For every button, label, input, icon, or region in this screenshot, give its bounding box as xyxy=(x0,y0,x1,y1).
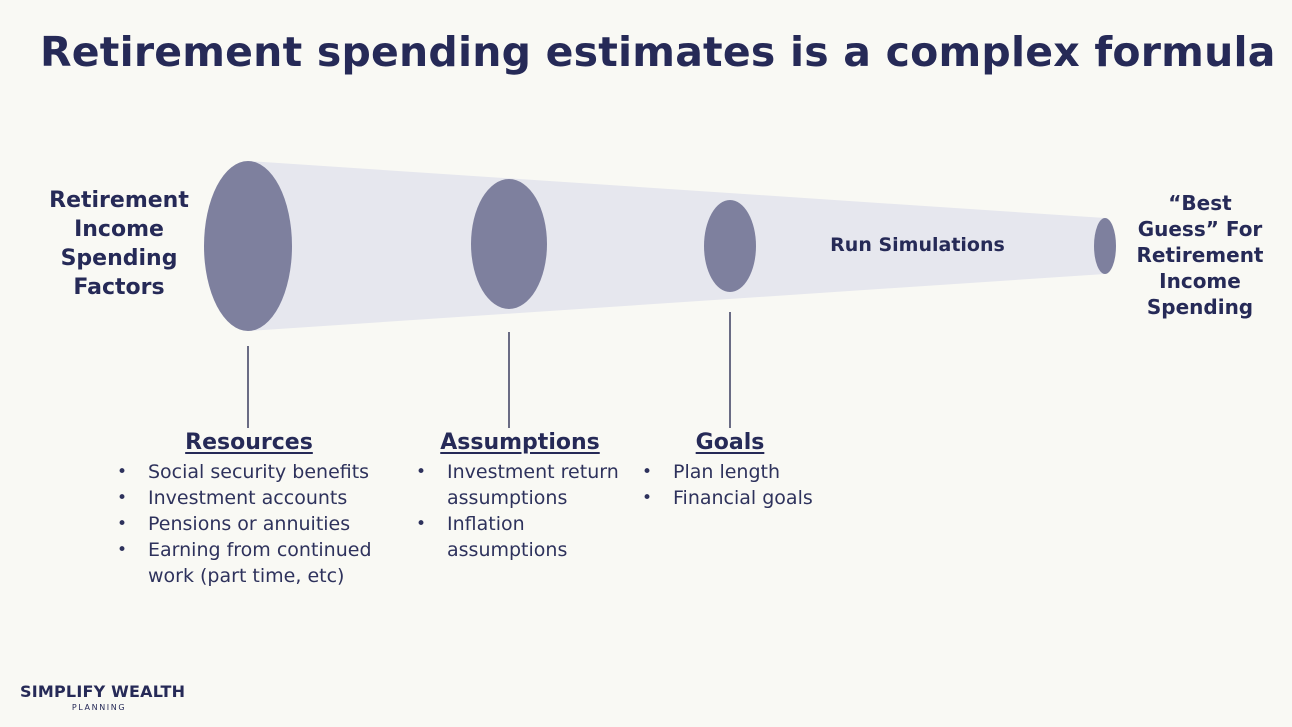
funnel-disc-goals xyxy=(704,200,756,292)
goals-list: Plan length Financial goals xyxy=(641,459,841,511)
funnel-disc-assumptions xyxy=(471,179,547,309)
list-item: Investment return assumptions xyxy=(415,459,630,511)
list-item: Investment accounts xyxy=(116,485,406,511)
brand-name: SIMPLIFY WEALTH xyxy=(20,682,186,701)
funnel-start-label: Retirement Income Spending Factors xyxy=(49,188,189,300)
resources-heading: Resources xyxy=(185,430,313,455)
list-item: Plan length xyxy=(641,459,841,485)
slide-title: Retirement spending estimates is a compl… xyxy=(40,28,1276,76)
assumptions-heading: Assumptions xyxy=(440,430,600,455)
brand-logo: SIMPLIFY WEALTH PLANNING xyxy=(20,682,186,712)
resources-list: Social security benefits Investment acco… xyxy=(116,459,406,589)
brand-tagline: PLANNING xyxy=(71,703,127,712)
funnel-end-label: “Best Guess” For Retirement Income Spend… xyxy=(1136,191,1264,319)
goals-heading: Goals xyxy=(695,430,765,455)
list-item: Social security benefits xyxy=(116,459,406,485)
funnel-cone xyxy=(248,161,1105,331)
simulation-label: Run Simulations xyxy=(830,234,1005,256)
funnel-disc-end xyxy=(1094,218,1116,274)
list-item: Financial goals xyxy=(641,485,841,511)
list-item: Inflation assumptions xyxy=(415,511,630,563)
list-item: Earning from continued work (part time, … xyxy=(116,537,406,589)
assumptions-list: Investment return assumptions Inflation … xyxy=(415,459,630,563)
list-item: Pensions or annuities xyxy=(116,511,406,537)
funnel-disc-resources xyxy=(204,161,292,331)
